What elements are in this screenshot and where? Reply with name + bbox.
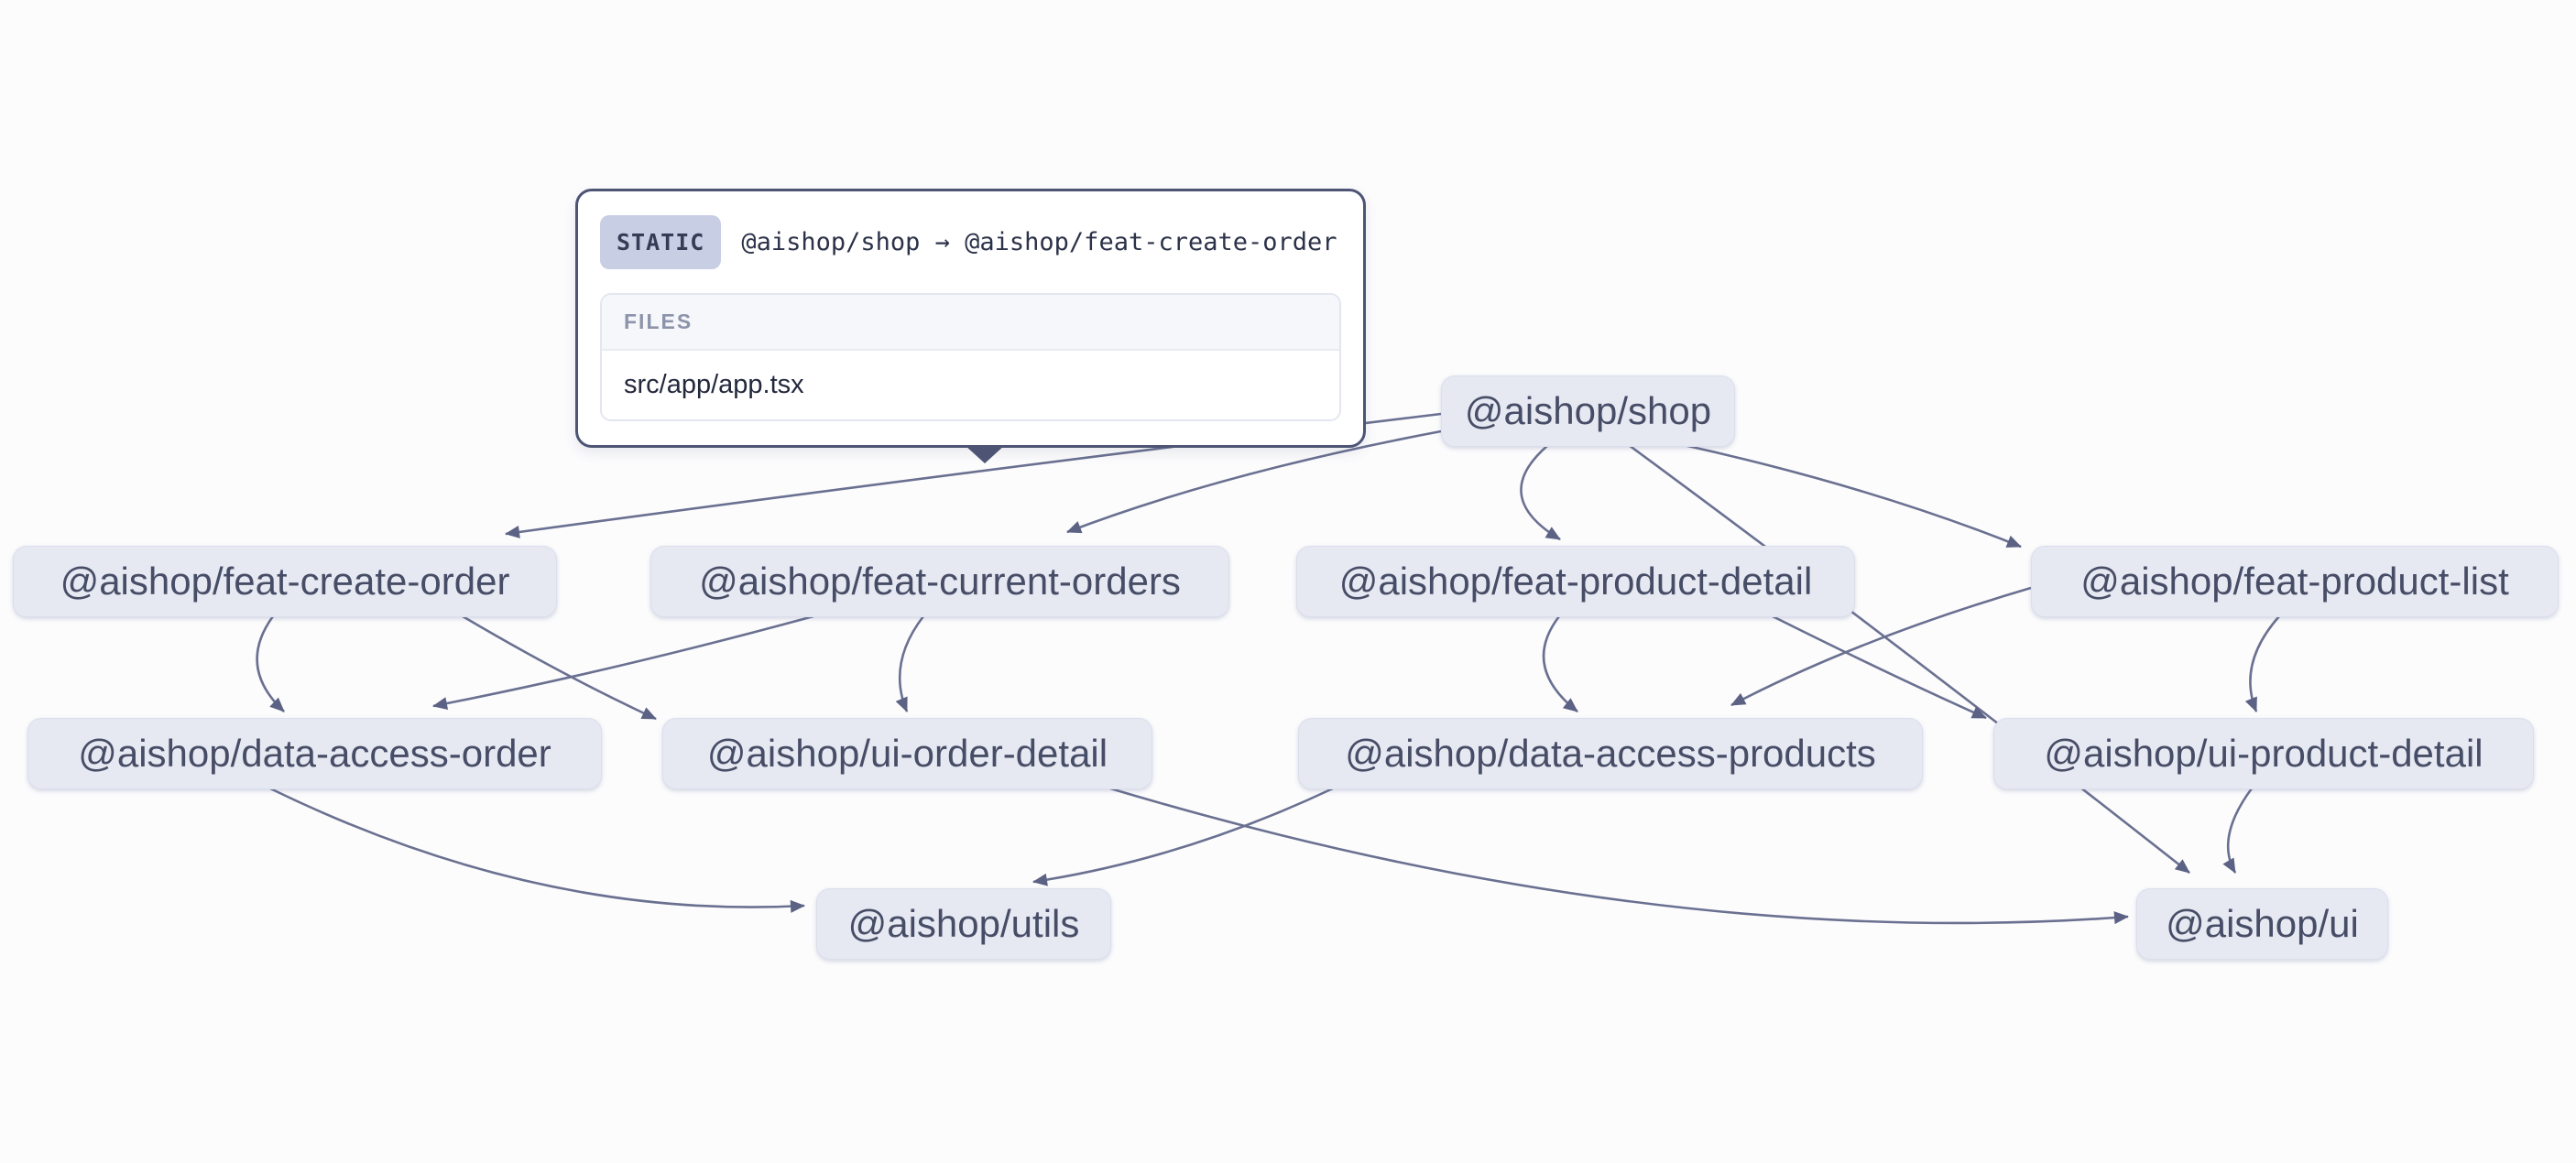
edge-shop-feat-current-orders[interactable] <box>1066 429 1442 534</box>
node-ui[interactable]: @aishop/ui <box>2136 888 2388 960</box>
edge-feat-product-list-data-access-products[interactable] <box>1730 586 2032 707</box>
edge-feat-product-detail-ui-product-detail[interactable] <box>1772 614 1987 720</box>
edge-ui-product-detail-ui[interactable] <box>2222 788 2254 874</box>
edge-feat-current-orders-ui-order-detail[interactable] <box>895 615 925 712</box>
node-feat-current-orders[interactable]: @aishop/feat-current-orders <box>650 546 1229 617</box>
edge-shop-feat-product-detail[interactable] <box>1520 444 1561 541</box>
edge-shop-ui[interactable] <box>1628 443 2190 875</box>
edge-tooltip-header: STATIC @aishop/shop → @aishop/feat-creat… <box>600 215 1341 269</box>
node-ui-order-detail[interactable]: @aishop/ui-order-detail <box>662 718 1152 789</box>
node-feat-product-list[interactable]: @aishop/feat-product-list <box>2031 546 2559 617</box>
edge-data-access-products-utils[interactable] <box>1032 787 1334 886</box>
edge-feat-product-list-ui-product-detail[interactable] <box>2244 615 2280 712</box>
edge-feat-create-order-data-access-order[interactable] <box>256 615 285 712</box>
edge-tooltip: STATIC @aishop/shop → @aishop/feat-creat… <box>575 189 1366 463</box>
edge-file-item: src/app/app.tsx <box>602 351 1339 419</box>
edge-shop-feat-product-list[interactable] <box>1683 443 2022 549</box>
edge-files-header: FILES <box>602 295 1339 351</box>
edge-feat-current-orders-data-access-order[interactable] <box>432 614 814 711</box>
node-shop[interactable]: @aishop/shop <box>1441 375 1735 447</box>
edge-tooltip-title: @aishop/shop → @aishop/feat-create-order <box>741 228 1337 256</box>
edge-type-badge: STATIC <box>600 215 722 269</box>
edge-data-access-order-utils[interactable] <box>269 787 805 913</box>
edge-feat-create-order-ui-order-detail[interactable] <box>462 614 657 721</box>
node-ui-product-detail[interactable]: @aishop/ui-product-detail <box>1993 718 2534 789</box>
node-feat-create-order[interactable]: @aishop/feat-create-order <box>13 546 557 617</box>
node-feat-product-detail[interactable]: @aishop/feat-product-detail <box>1296 546 1855 617</box>
edge-ui-order-detail-ui[interactable] <box>1109 787 2129 925</box>
node-utils[interactable]: @aishop/utils <box>816 888 1111 960</box>
tooltip-caret-icon <box>965 445 1005 463</box>
node-data-access-order[interactable]: @aishop/data-access-order <box>27 718 602 789</box>
node-data-access-products[interactable]: @aishop/data-access-products <box>1298 718 1923 789</box>
edge-files-box: FILES src/app/app.tsx <box>600 293 1341 421</box>
edge-feat-product-detail-data-access-products[interactable] <box>1542 615 1578 713</box>
